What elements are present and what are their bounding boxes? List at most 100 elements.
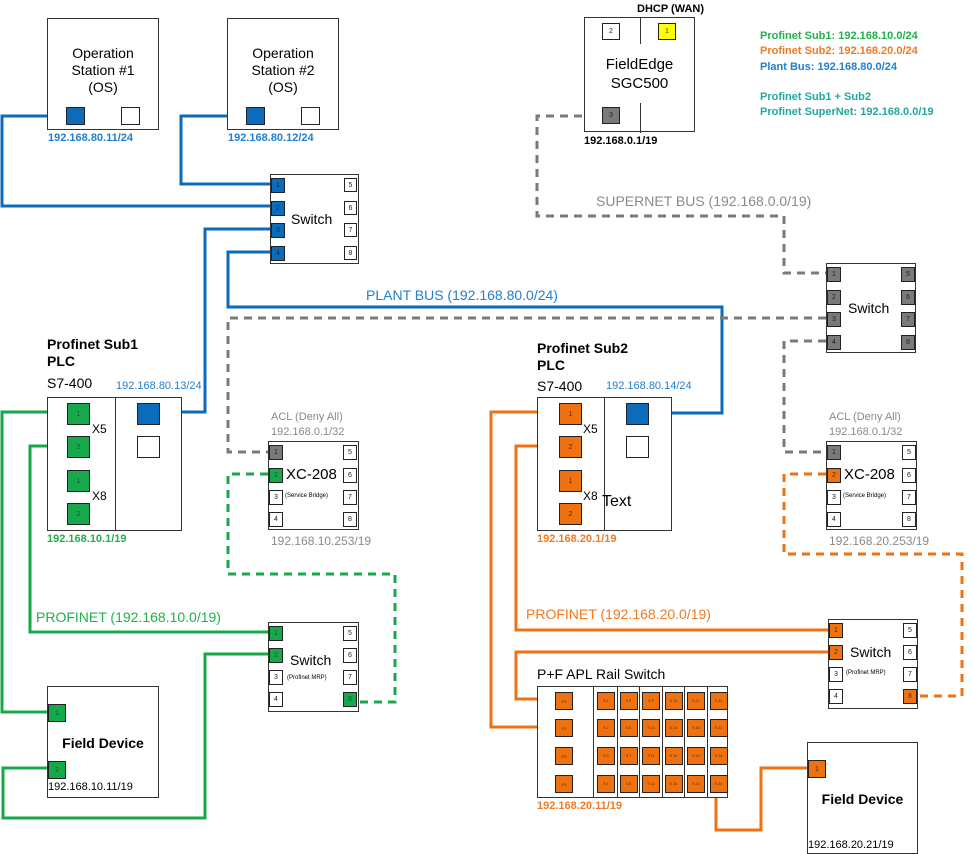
plc1-x5-port-1[interactable]: 1 <box>67 403 90 425</box>
apl-trunk-port-4[interactable]: P4 <box>555 775 573 793</box>
os2-port-1[interactable] <box>246 107 265 125</box>
plant-switch-port-6[interactable]: 6 <box>344 201 357 215</box>
apl-spur-port-11[interactable]: S 11 <box>642 747 660 765</box>
supernet-switch-port-2[interactable]: 2 <box>827 290 841 305</box>
plc1-x5-port-2[interactable]: 2 <box>67 436 90 458</box>
apl-spur-port-16[interactable]: S 16 <box>664 775 683 793</box>
mrp2-port-3[interactable]: 3 <box>829 667 843 682</box>
apl-trunk-port-3[interactable]: P3 <box>555 747 573 765</box>
fieldedge-port-3[interactable]: 3 <box>602 107 620 124</box>
plant-switch-port-1[interactable]: 1 <box>271 178 285 193</box>
supernet-switch-port-6[interactable]: 6 <box>901 290 915 305</box>
apl-spur-port-2[interactable]: S 2 <box>597 719 615 737</box>
plc2-x5-port-2[interactable]: 2 <box>559 436 582 458</box>
apl-spur-port-15[interactable]: S 15 <box>664 747 683 765</box>
field1-port-1[interactable]: 1 <box>48 704 66 722</box>
mrp1-port-8[interactable]: 8 <box>343 692 357 707</box>
xc2-port-4[interactable]: 4 <box>827 512 841 527</box>
xc1-port-2[interactable]: 2 <box>269 468 283 483</box>
supernet-switch-port-3[interactable]: 3 <box>827 312 841 327</box>
apl-spur-port-22[interactable]: S 22 <box>709 719 728 737</box>
apl-spur-port-13[interactable]: S 13 <box>664 692 683 710</box>
apl-spur-port-9[interactable]: S 9 <box>642 692 660 710</box>
xc1-port-4[interactable]: 4 <box>269 512 283 527</box>
xc1-port-5[interactable]: 5 <box>343 445 357 460</box>
plc2-x8-port-1[interactable]: 1 <box>559 470 582 492</box>
plant-switch-port-3[interactable]: 3 <box>271 223 285 238</box>
mrp2-port-2[interactable]: 2 <box>829 645 843 660</box>
plant-switch-port-2[interactable]: 2 <box>271 201 285 216</box>
mrp1-port-3[interactable]: 3 <box>269 670 283 685</box>
supernet-switch-port-8[interactable]: 8 <box>901 335 915 350</box>
apl-spur-port-6[interactable]: S 6 <box>619 719 638 737</box>
supernet-switch-port-4[interactable]: 4 <box>827 335 841 350</box>
xc2-port-1[interactable]: 1 <box>827 445 841 460</box>
apl-trunk-port-2[interactable]: P2 <box>555 719 573 737</box>
field-device-1[interactable]: 1 Field Device 2 192.168.10.11/19 <box>47 686 159 798</box>
field1-port-2[interactable]: 2 <box>48 761 66 779</box>
xc2-port-8[interactable]: 8 <box>902 512 916 527</box>
fieldedge-sgc500[interactable]: 2 1 FieldEdge SGC500 3 <box>584 17 695 133</box>
xc2-port-6[interactable]: 6 <box>902 468 916 483</box>
plc1-x8-port-2[interactable]: 2 <box>67 503 90 525</box>
apl-spur-port-8[interactable]: S 8 <box>619 775 638 793</box>
apl-spur-port-12[interactable]: S 12 <box>642 775 660 793</box>
xc2-port-2[interactable]: 2 <box>827 468 841 483</box>
plc1[interactable]: 1 2 X5 1 2 X8 <box>47 397 182 531</box>
plc1-x8-port-1[interactable]: 1 <box>67 470 90 492</box>
apl-spur-port-17[interactable]: S 17 <box>687 692 705 710</box>
field2-port-1[interactable]: 1 <box>808 760 826 778</box>
apl-spur-port-7[interactable]: S 7 <box>619 747 638 765</box>
plc2-x8-port-2[interactable]: 2 <box>559 503 582 525</box>
plc1-plant-port[interactable] <box>137 403 160 425</box>
apl-trunk-port-1[interactable]: P1 <box>555 692 573 710</box>
apl-spur-port-23[interactable]: S 23 <box>709 747 728 765</box>
xc1-port-1[interactable]: 1 <box>269 445 283 460</box>
apl-spur-port-24[interactable]: S 24 <box>709 775 728 793</box>
xc208-sub1[interactable]: 1 2 3 4 5 6 7 8 XC-208 (Service Bridge) <box>268 441 359 530</box>
plc2-spare-port[interactable] <box>626 436 649 458</box>
supernet-switch-port-1[interactable]: 1 <box>827 267 841 282</box>
xc2-port-3[interactable]: 3 <box>827 490 841 505</box>
mrp1-port-1[interactable]: 1 <box>269 626 283 641</box>
plant-switch-port-4[interactable]: 4 <box>271 246 285 261</box>
supernet-switch-port-5[interactable]: 5 <box>901 267 915 282</box>
apl-spur-port-14[interactable]: S 14 <box>664 719 683 737</box>
os2-port-2[interactable] <box>301 107 320 125</box>
plc1-spare-port[interactable] <box>137 436 160 458</box>
xc1-port-7[interactable]: 7 <box>343 490 357 505</box>
xc1-port-3[interactable]: 3 <box>269 490 283 505</box>
xc208-sub2[interactable]: 1 2 3 4 5 6 7 8 XC-208 (Service Bridge) <box>826 441 917 530</box>
operation-station-1[interactable]: Operation Station #1 (OS) <box>47 18 159 130</box>
mrp2-port-1[interactable]: 1 <box>829 623 843 638</box>
mrp1-port-7[interactable]: 7 <box>343 670 357 685</box>
mrp2-port-5[interactable]: 5 <box>903 623 917 638</box>
operation-station-2[interactable]: Operation Station #2 (OS) <box>227 18 339 130</box>
fieldedge-port-1-wan[interactable]: 1 <box>658 23 676 40</box>
plc2[interactable]: 1 2 X5 1 2 X8 Text <box>537 397 672 531</box>
mrp-switch-sub1[interactable]: Switch (Profinet MRP) 1 2 3 4 5 6 7 8 <box>268 622 359 712</box>
apl-spur-port-20[interactable]: S 20 <box>687 775 705 793</box>
apl-spur-port-5[interactable]: S 5 <box>619 692 638 710</box>
apl-spur-port-1[interactable]: S 1 <box>597 692 615 710</box>
apl-spur-port-4[interactable]: S 4 <box>597 775 615 793</box>
apl-spur-port-18[interactable]: S 18 <box>687 719 705 737</box>
os1-port-2[interactable] <box>121 107 140 125</box>
mrp1-port-5[interactable]: 5 <box>343 626 357 641</box>
mrp2-port-7[interactable]: 7 <box>903 667 917 682</box>
plant-switch-port-5[interactable]: 5 <box>344 178 357 192</box>
plant-switch[interactable]: Switch 1 2 3 4 5 6 7 8 <box>270 174 359 264</box>
xc1-port-8[interactable]: 8 <box>343 512 357 527</box>
apl-spur-port-19[interactable]: S 19 <box>687 747 705 765</box>
os1-port-1[interactable] <box>66 107 85 125</box>
plant-switch-port-7[interactable]: 7 <box>344 223 357 237</box>
apl-spur-port-21[interactable]: S 21 <box>709 692 728 710</box>
apl-spur-port-10[interactable]: S 10 <box>642 719 660 737</box>
fieldedge-port-2[interactable]: 2 <box>602 23 620 40</box>
plant-switch-port-8[interactable]: 8 <box>344 246 357 260</box>
mrp1-port-2[interactable]: 2 <box>269 648 283 663</box>
mrp1-port-6[interactable]: 6 <box>343 648 357 663</box>
mrp2-port-6[interactable]: 6 <box>903 645 917 660</box>
xc2-port-5[interactable]: 5 <box>902 445 916 460</box>
